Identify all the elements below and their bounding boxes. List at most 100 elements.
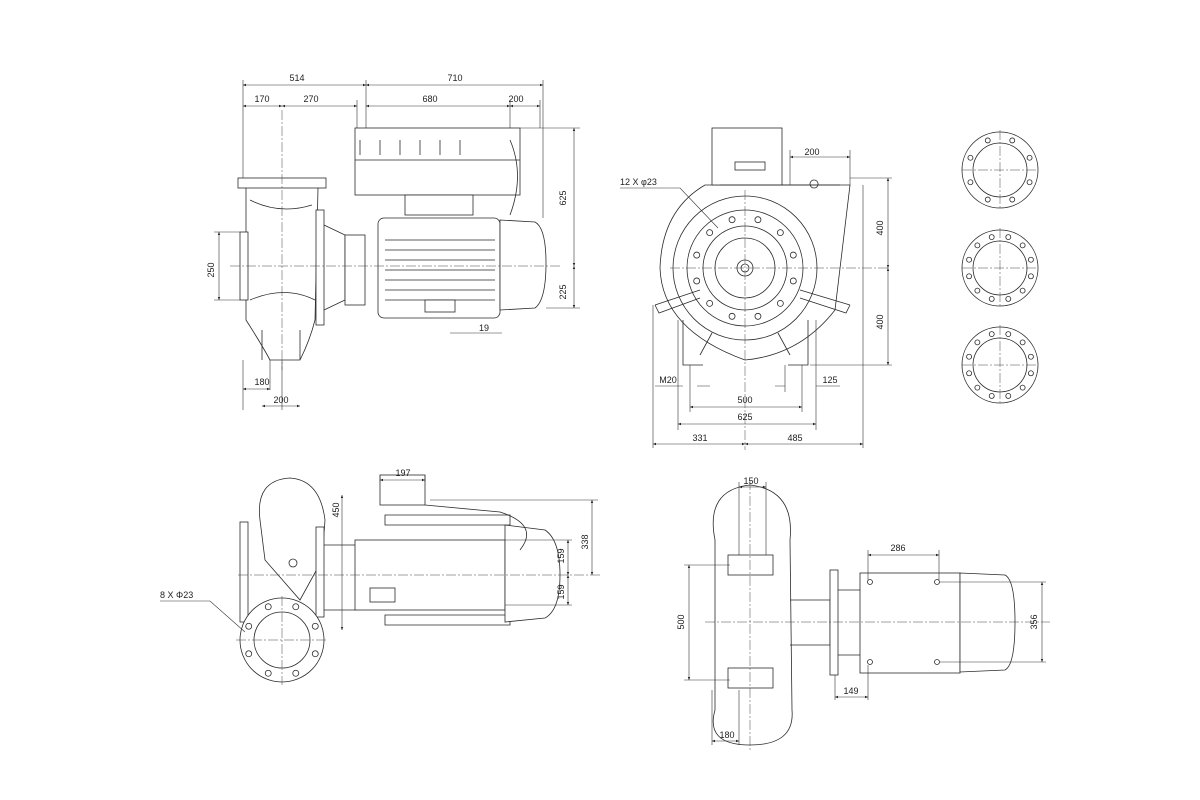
bolt-hole [966, 256, 972, 263]
bolt-hole [311, 622, 319, 630]
bolt-hole [1026, 154, 1033, 161]
bolt-hole [706, 229, 714, 237]
dim-710: 710 [447, 73, 462, 83]
dim-625: 625 [558, 190, 568, 205]
dim-180: 180 [719, 730, 734, 740]
bolt-hole [1028, 370, 1034, 377]
bolt-hole [988, 331, 995, 337]
hole-callout: 8 X Φ23 [160, 590, 193, 600]
dim-485: 485 [787, 433, 802, 443]
bolt-hole [988, 234, 995, 240]
bolt-hole [988, 393, 995, 399]
bolt-hole [776, 299, 784, 307]
front-view-dimensions: 200 12 X φ23 400 400 M20 125 500 625 331… [620, 147, 892, 448]
dim-500: 500 [737, 395, 752, 405]
bolt-hole [988, 296, 995, 302]
bolt-hole [1009, 196, 1016, 203]
bolt-hole [1005, 234, 1012, 240]
dim-19: 19 [479, 323, 489, 333]
bolt-hole [1005, 296, 1012, 302]
bolt-hole [245, 650, 253, 658]
control-box [354, 127, 521, 216]
front-view: 200 12 X φ23 400 400 M20 125 500 625 331… [620, 127, 892, 450]
dim-286: 286 [890, 543, 905, 553]
dim-170: 170 [254, 94, 269, 104]
bolt-hole [974, 287, 981, 294]
flange-drawing [961, 228, 1039, 308]
dim-159-bottom: 159 [556, 584, 566, 599]
dim-200: 200 [804, 147, 819, 157]
dim-500: 500 [676, 614, 686, 629]
bolt-hole [984, 196, 991, 203]
dim-338: 338 [580, 534, 590, 549]
hole-callout: 12 X φ23 [620, 177, 657, 187]
plan-view-dimensions: 150 286 500 356 149 180 [676, 476, 1046, 745]
bolt-hole [966, 353, 972, 360]
bolt-hole [728, 312, 736, 320]
bolt-hole [1019, 242, 1026, 249]
flange-views [961, 130, 1039, 405]
dim-400-bottom: 400 [875, 314, 885, 329]
bolt-hole [292, 603, 300, 611]
dim-514: 514 [289, 73, 304, 83]
flange-drawing [961, 325, 1039, 405]
bolt-hole [728, 216, 736, 224]
bolt-hole [967, 154, 974, 161]
bolt-hole [789, 251, 797, 259]
bolt-hole [292, 669, 300, 677]
bolt-hole [693, 277, 701, 285]
dim-625: 625 [737, 412, 752, 422]
bolt-hole [984, 137, 991, 144]
dim-150: 150 [743, 476, 758, 486]
bolt-hole [1028, 353, 1034, 360]
bolt-hole [1005, 393, 1012, 399]
bolt-hole [966, 370, 972, 377]
dim-200: 200 [508, 94, 523, 104]
dim-331: 331 [692, 433, 707, 443]
suction-flange [236, 596, 328, 685]
dim-159-top: 159 [556, 548, 566, 563]
motor [377, 217, 547, 319]
bolt-hole [1005, 331, 1012, 337]
bolt-hole [776, 229, 784, 237]
dim-180: 180 [254, 377, 269, 387]
bolt-hole [754, 216, 762, 224]
bolt-hole [1019, 287, 1026, 294]
side-view: 514 710 170 270 680 200 625 225 250 19 1… [206, 73, 580, 410]
bolt-hole [1028, 273, 1034, 280]
bolt-hole [967, 179, 974, 186]
bolt-hole [706, 299, 714, 307]
dim-450: 450 [331, 502, 341, 517]
dim-680: 680 [422, 94, 437, 104]
bolt-hole [789, 277, 797, 285]
plan-view: 150 286 500 356 149 180 [676, 476, 1050, 750]
dim-225: 225 [558, 284, 568, 299]
bolt-hole [1019, 384, 1026, 391]
dim-200-bottom: 200 [273, 395, 288, 405]
pump-volute [237, 177, 366, 361]
bolt-hole [974, 384, 981, 391]
top-view: 197 450 338 159 159 8 X Φ23 [160, 468, 600, 685]
bolt-hole [245, 622, 253, 630]
dim-m20: M20 [659, 375, 677, 385]
bolt-holes [693, 216, 797, 320]
bolt-hole [974, 242, 981, 249]
bolt-hole [693, 251, 701, 259]
bolt-hole [1009, 137, 1016, 144]
dim-149: 149 [843, 686, 858, 696]
dim-270: 270 [303, 94, 318, 104]
bolt-hole [966, 273, 972, 280]
bolt-hole [1026, 179, 1033, 186]
flange-drawing [961, 130, 1039, 210]
top-view-dimensions: 197 450 338 159 159 8 X Φ23 [160, 468, 598, 633]
dim-356: 356 [1029, 614, 1039, 629]
side-view-dimensions: 514 710 170 270 680 200 625 225 250 19 1… [206, 73, 580, 410]
dim-400-top: 400 [875, 220, 885, 235]
bolt-hole [311, 650, 319, 658]
bolt-hole [264, 603, 272, 611]
bolt-hole [974, 339, 981, 346]
dim-125: 125 [822, 375, 837, 385]
dim-250: 250 [206, 262, 216, 277]
dim-197: 197 [395, 468, 410, 478]
